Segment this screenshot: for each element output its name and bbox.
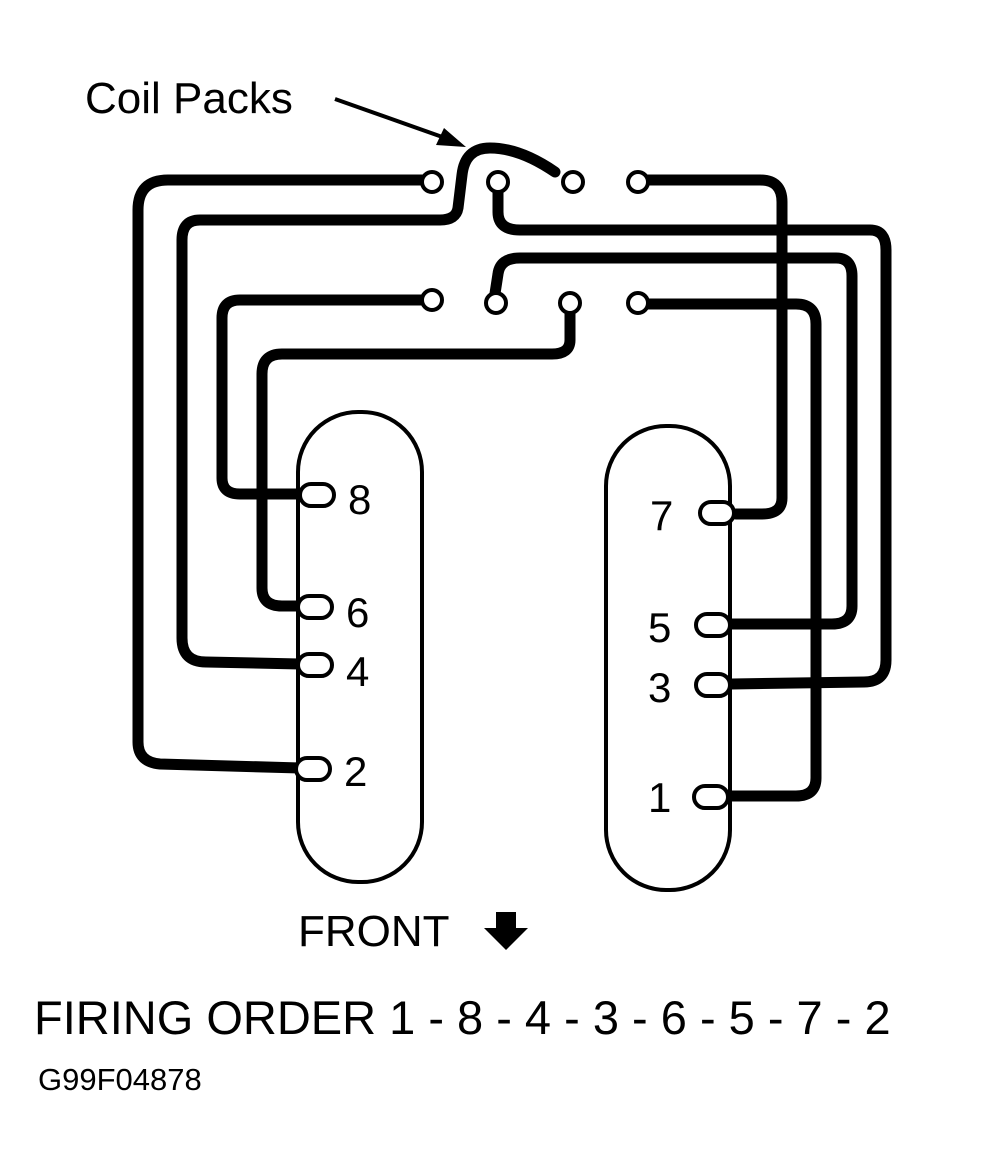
spark-plug-boot: [294, 756, 332, 782]
figure-id: G99F04878: [38, 1062, 202, 1097]
cylinder-label-1: 1: [648, 774, 671, 821]
left-cylinder-bank: [296, 410, 424, 884]
coil-terminal: [626, 291, 650, 315]
wire-cylinder-8: [216, 294, 436, 500]
wire-cylinder-2: [132, 174, 438, 774]
left-bank-labels: 8 6 4 2: [344, 476, 371, 795]
arrow-down-icon: [484, 912, 528, 950]
cylinder-label-8: 8: [348, 476, 371, 523]
spark-plug-boot: [298, 482, 336, 508]
right-bank-plugs: [692, 500, 736, 810]
spark-plug-boot: [296, 652, 334, 678]
wire-cylinder-1: [634, 298, 822, 802]
wire-cylinder-4: [176, 142, 561, 670]
spark-plug-boot: [698, 500, 736, 526]
coil-pack-terminals: [420, 170, 650, 315]
coil-packs-leader-arrow: [334, 97, 466, 147]
coil-terminal: [558, 291, 582, 315]
cylinder-label-3: 3: [648, 664, 671, 711]
spark-plug-boot: [694, 612, 732, 638]
coil-terminal: [561, 170, 585, 194]
cylinder-label-6: 6: [346, 589, 369, 636]
coil-terminal: [420, 170, 444, 194]
cylinder-label-5: 5: [648, 604, 671, 651]
wire-cylinder-6: [256, 298, 576, 612]
left-bank-plugs: [294, 482, 336, 782]
wire-cylinder-5: [488, 252, 858, 630]
cylinder-label-4: 4: [346, 648, 369, 695]
right-bank-labels: 7 5 3 1: [648, 492, 673, 821]
wire-cylinder-3: [492, 174, 892, 690]
front-label: FRONT: [298, 907, 450, 956]
firing-order-text: FIRING ORDER 1 - 8 - 4 - 3 - 6 - 5 - 7 -…: [34, 991, 891, 1044]
cylinder-label-2: 2: [344, 748, 367, 795]
coil-terminal: [420, 288, 444, 312]
coil-terminal: [484, 291, 508, 315]
cylinder-label-7: 7: [650, 492, 673, 539]
coil-packs-label: Coil Packs: [85, 74, 293, 123]
spark-plug-boot: [296, 594, 334, 620]
spark-plug-boot: [694, 672, 732, 698]
coil-terminal: [486, 170, 510, 194]
spark-plug-wires: [132, 142, 892, 802]
spark-plug-boot: [692, 784, 730, 810]
wire-cylinder-7: [634, 174, 788, 520]
coil-terminal: [626, 170, 650, 194]
right-cylinder-bank: [604, 424, 732, 892]
